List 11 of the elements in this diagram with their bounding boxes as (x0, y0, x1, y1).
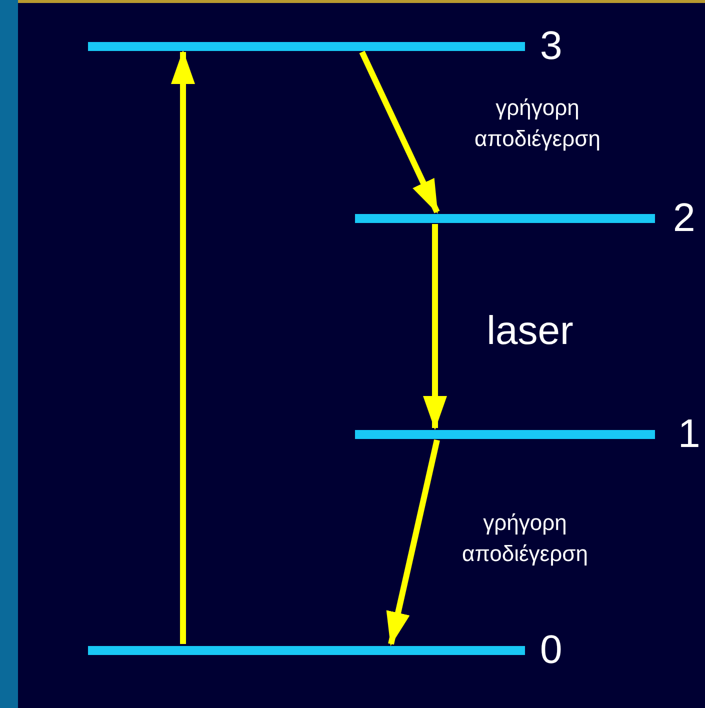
edge-label: γρήγορη αποδιέγερση (461, 509, 589, 568)
edge-label: γρήγορη αποδιέγερση (474, 94, 602, 153)
level-number: 3 (540, 26, 562, 66)
level-number: 0 (540, 630, 562, 670)
level-number: 1 (678, 414, 700, 454)
arrow (423, 224, 447, 430)
level-number: 2 (673, 198, 696, 238)
arrow (171, 50, 195, 644)
arrow (359, 50, 440, 214)
edge-label: laser (486, 308, 574, 355)
arrow (386, 439, 440, 646)
